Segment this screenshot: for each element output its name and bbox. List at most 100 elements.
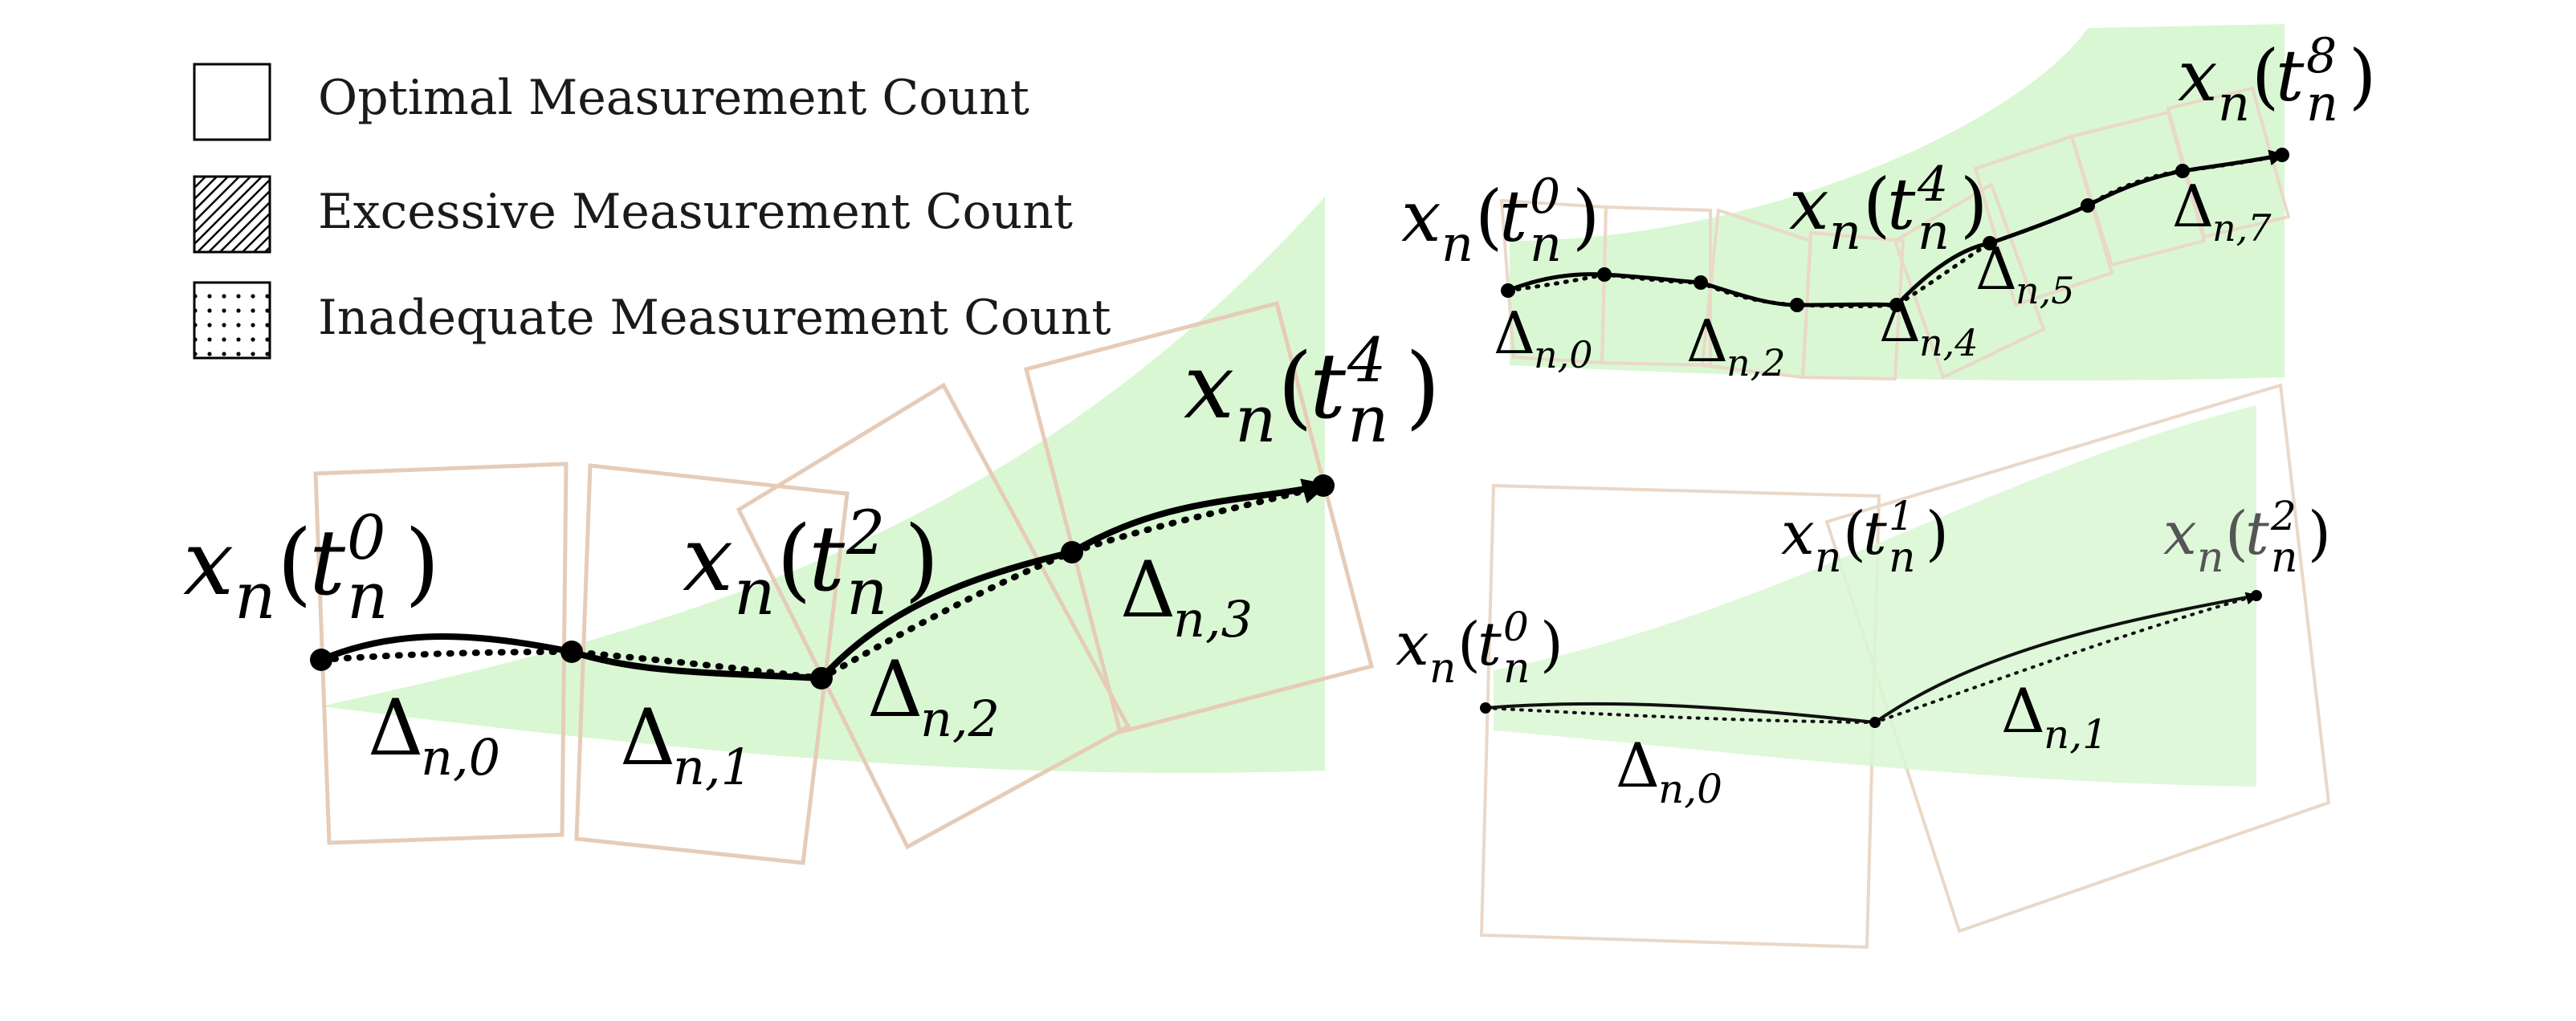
interval-label: Δ n,4 bbox=[1879, 287, 1979, 364]
interval-label: Δ n,0 bbox=[1494, 299, 1593, 376]
svg-text:2: 2 bbox=[2270, 493, 2297, 539]
svg-text:8: 8 bbox=[2306, 28, 2337, 84]
svg-text:Δ: Δ bbox=[867, 645, 923, 734]
svg-text:n,5: n,5 bbox=[2016, 269, 2075, 312]
cell-5 bbox=[1973, 134, 2114, 307]
state-point bbox=[310, 649, 332, 671]
svg-text:(: ( bbox=[776, 507, 812, 612]
state-point bbox=[2081, 198, 2095, 213]
cell-4 bbox=[1893, 182, 2046, 380]
svg-text:n,1: n,1 bbox=[2044, 711, 2108, 758]
svg-text:n: n bbox=[1815, 534, 1842, 582]
svg-text:n: n bbox=[1429, 645, 1457, 693]
state-point bbox=[1694, 275, 1708, 290]
legend-excessive-swatch bbox=[193, 175, 271, 254]
svg-text:n,1: n,1 bbox=[673, 738, 752, 796]
state-point bbox=[1480, 702, 1491, 714]
state-point bbox=[1889, 298, 1904, 312]
legend-optimal-label: Optimal Measurement Count bbox=[318, 70, 1029, 126]
cell-3 bbox=[1023, 300, 1375, 735]
legend-inadequate-swatch bbox=[193, 281, 271, 360]
svg-text:): ) bbox=[1926, 499, 1949, 568]
inadequate-panel: x n ( t 0 n ) x n ( t 1 n ) x n ( t 2 n … bbox=[1396, 383, 2331, 950]
svg-text:2: 2 bbox=[846, 497, 885, 568]
svg-text:x: x bbox=[1401, 175, 1441, 258]
state-point bbox=[1061, 541, 1083, 563]
svg-text:Δ: Δ bbox=[1686, 307, 1728, 375]
svg-text:Δ: Δ bbox=[1494, 299, 1535, 367]
svg-text:n,0: n,0 bbox=[1534, 333, 1593, 376]
svg-text:n: n bbox=[846, 555, 888, 629]
svg-text:1: 1 bbox=[1889, 493, 1914, 539]
state-point bbox=[1983, 236, 1997, 250]
interval-label: Δ n,7 bbox=[2172, 173, 2272, 250]
interval-label: Δ n,3 bbox=[1120, 545, 1253, 649]
state-point bbox=[2251, 590, 2262, 601]
uncertainty-region bbox=[1510, 24, 2285, 381]
legend-optimal-swatch bbox=[193, 63, 271, 141]
svg-text:x: x bbox=[683, 507, 733, 612]
svg-text:n,0: n,0 bbox=[421, 728, 500, 787]
svg-text:t: t bbox=[1478, 610, 1502, 679]
svg-text:n: n bbox=[1235, 382, 1277, 457]
interval-label: Δ n,0 bbox=[368, 683, 500, 787]
svg-text:): ) bbox=[1572, 175, 1600, 258]
svg-text:x: x bbox=[2163, 499, 2197, 568]
state-point bbox=[2275, 148, 2289, 162]
state-label: x n ( t 2 n ) bbox=[2163, 493, 2331, 582]
svg-text:(: ( bbox=[1863, 163, 1890, 246]
svg-text:Δ: Δ bbox=[620, 693, 675, 783]
state-label: x n ( t 2 n ) bbox=[683, 497, 940, 629]
svg-text:Δ: Δ bbox=[368, 683, 423, 773]
interval-label: Δ n,2 bbox=[867, 645, 1000, 748]
svg-text:n,4: n,4 bbox=[1919, 321, 1979, 364]
cell-2 bbox=[736, 382, 1131, 850]
svg-text:(: ( bbox=[1475, 175, 1502, 258]
svg-text:n: n bbox=[1441, 214, 1473, 273]
svg-text:): ) bbox=[2308, 499, 2331, 568]
svg-text:n,0: n,0 bbox=[1658, 766, 1722, 812]
state-label: x n ( t 1 n ) bbox=[1781, 493, 1949, 582]
cell-6 bbox=[2069, 110, 2207, 267]
cell-1 bbox=[1824, 383, 2331, 934]
svg-text:n: n bbox=[234, 559, 276, 633]
legend-excessive-label: Excessive Measurement Count bbox=[318, 184, 1073, 240]
svg-text:t: t bbox=[1887, 163, 1916, 246]
interval-label: Δ n,1 bbox=[2001, 675, 2108, 758]
svg-text:Δ: Δ bbox=[1616, 730, 1660, 801]
svg-text:Δ: Δ bbox=[2172, 173, 2214, 240]
svg-text:Δ: Δ bbox=[1879, 287, 1921, 355]
svg-text:n: n bbox=[2271, 534, 2298, 582]
svg-text:): ) bbox=[904, 507, 940, 612]
svg-text:4: 4 bbox=[1347, 324, 1386, 396]
state-point bbox=[560, 641, 583, 663]
svg-text:(: ( bbox=[277, 511, 312, 616]
state-point bbox=[1597, 267, 1612, 282]
svg-text:t: t bbox=[1499, 175, 1528, 258]
svg-text:n,2: n,2 bbox=[1726, 341, 1786, 384]
svg-text:(: ( bbox=[1843, 499, 1866, 568]
state-point bbox=[1501, 283, 1515, 298]
svg-text:t: t bbox=[809, 507, 846, 612]
svg-text:n: n bbox=[2218, 74, 2250, 132]
svg-text:(: ( bbox=[1278, 335, 1313, 439]
svg-text:(: ( bbox=[2252, 35, 2279, 117]
svg-text:x: x bbox=[1781, 499, 1815, 568]
svg-text:n: n bbox=[1918, 202, 1950, 261]
interval-label: Δ n,5 bbox=[1975, 235, 2075, 312]
svg-text:x: x bbox=[183, 511, 234, 616]
svg-text:x: x bbox=[2178, 35, 2218, 117]
state-label: x n ( t 8 n ) bbox=[2178, 28, 2376, 132]
svg-text:0: 0 bbox=[347, 502, 385, 573]
svg-text:n: n bbox=[734, 555, 776, 629]
svg-text:Δ: Δ bbox=[1975, 235, 2017, 303]
svg-text:0: 0 bbox=[1503, 604, 1529, 650]
state-point bbox=[810, 667, 833, 689]
svg-text:n,3: n,3 bbox=[1173, 590, 1253, 649]
state-point bbox=[2175, 164, 2190, 178]
svg-text:n: n bbox=[1889, 534, 1916, 582]
interval-label: Δ n,0 bbox=[1616, 730, 1722, 812]
cell-7 bbox=[2166, 86, 2291, 239]
svg-text:Δ: Δ bbox=[2001, 675, 2045, 746]
